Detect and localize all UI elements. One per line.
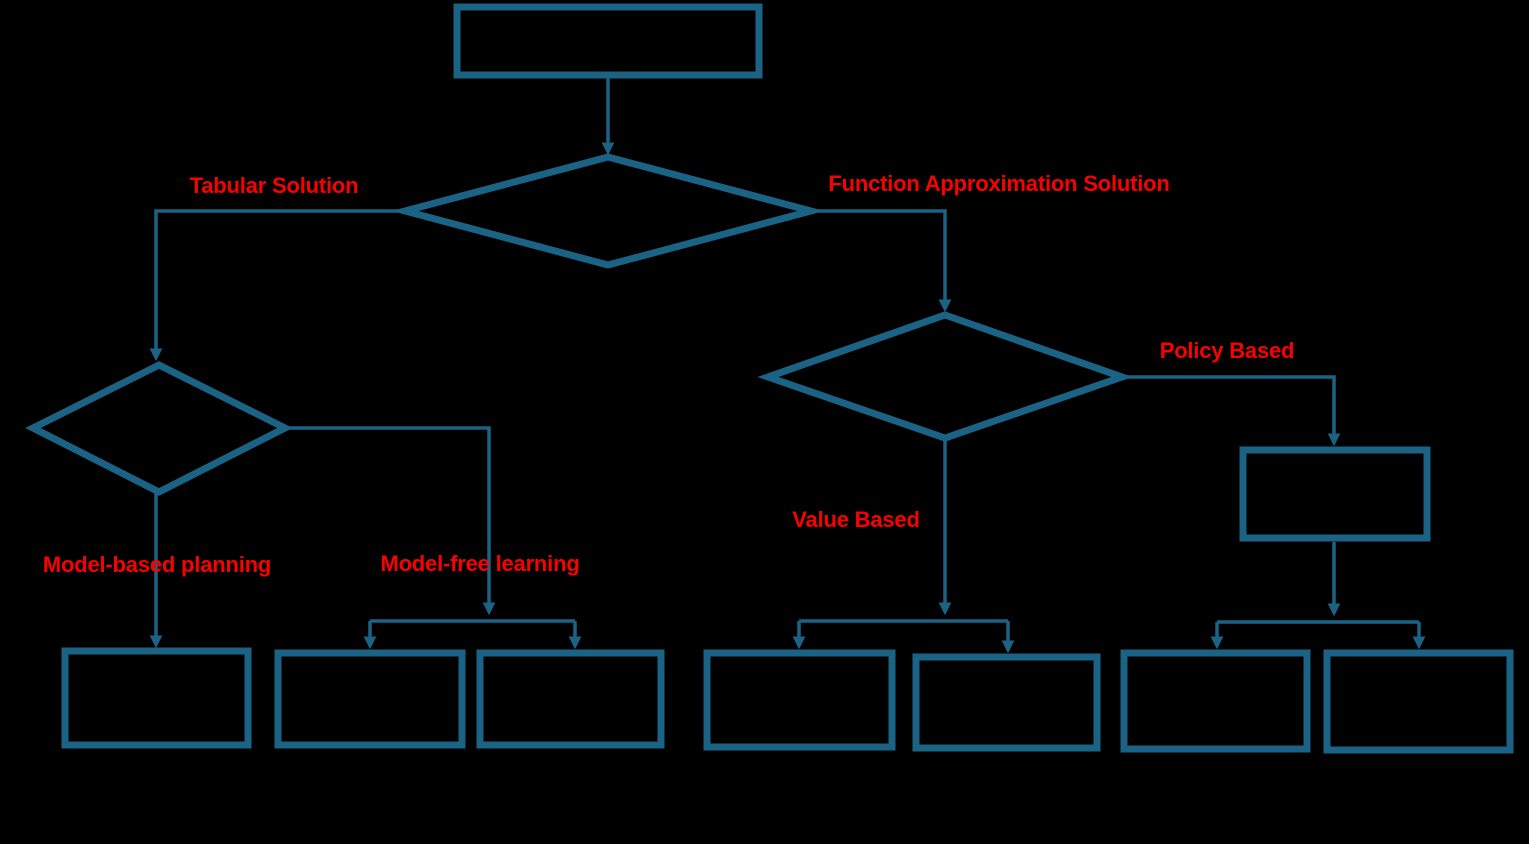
- start-box: [453, 3, 763, 79]
- decision-diamond-tabular: [25, 361, 293, 496]
- edge-tabular-branch: [149, 209, 406, 362]
- label-model-based-planning: Model-based planning: [43, 552, 271, 577]
- label-function-approximation-solution: Function Approximation Solution: [828, 171, 1169, 196]
- leaf-box-4: [703, 649, 896, 751]
- leaf-box-3: [476, 649, 665, 749]
- label-tabular-solution: Tabular Solution: [190, 173, 359, 198]
- edge-model-free-branch: [286, 426, 496, 616]
- policy-branch-box: [1239, 446, 1431, 542]
- leaf-box-1: [61, 647, 252, 749]
- decision-diamond-function-approx: [757, 311, 1133, 442]
- leaf-box-2: [274, 649, 466, 749]
- label-policy-based: Policy Based: [1160, 338, 1295, 363]
- leaf-box-6: [1120, 649, 1311, 753]
- decision-diamond-main: [391, 153, 825, 269]
- label-model-free-learning: Model-free learning: [380, 551, 579, 576]
- leaf-box-7: [1323, 649, 1514, 754]
- edge-function-approx-branch: [810, 209, 952, 313]
- edge-policy-based-branch: [1123, 375, 1341, 447]
- label-value-based: Value Based: [792, 507, 919, 532]
- leaf-box-5: [912, 653, 1101, 752]
